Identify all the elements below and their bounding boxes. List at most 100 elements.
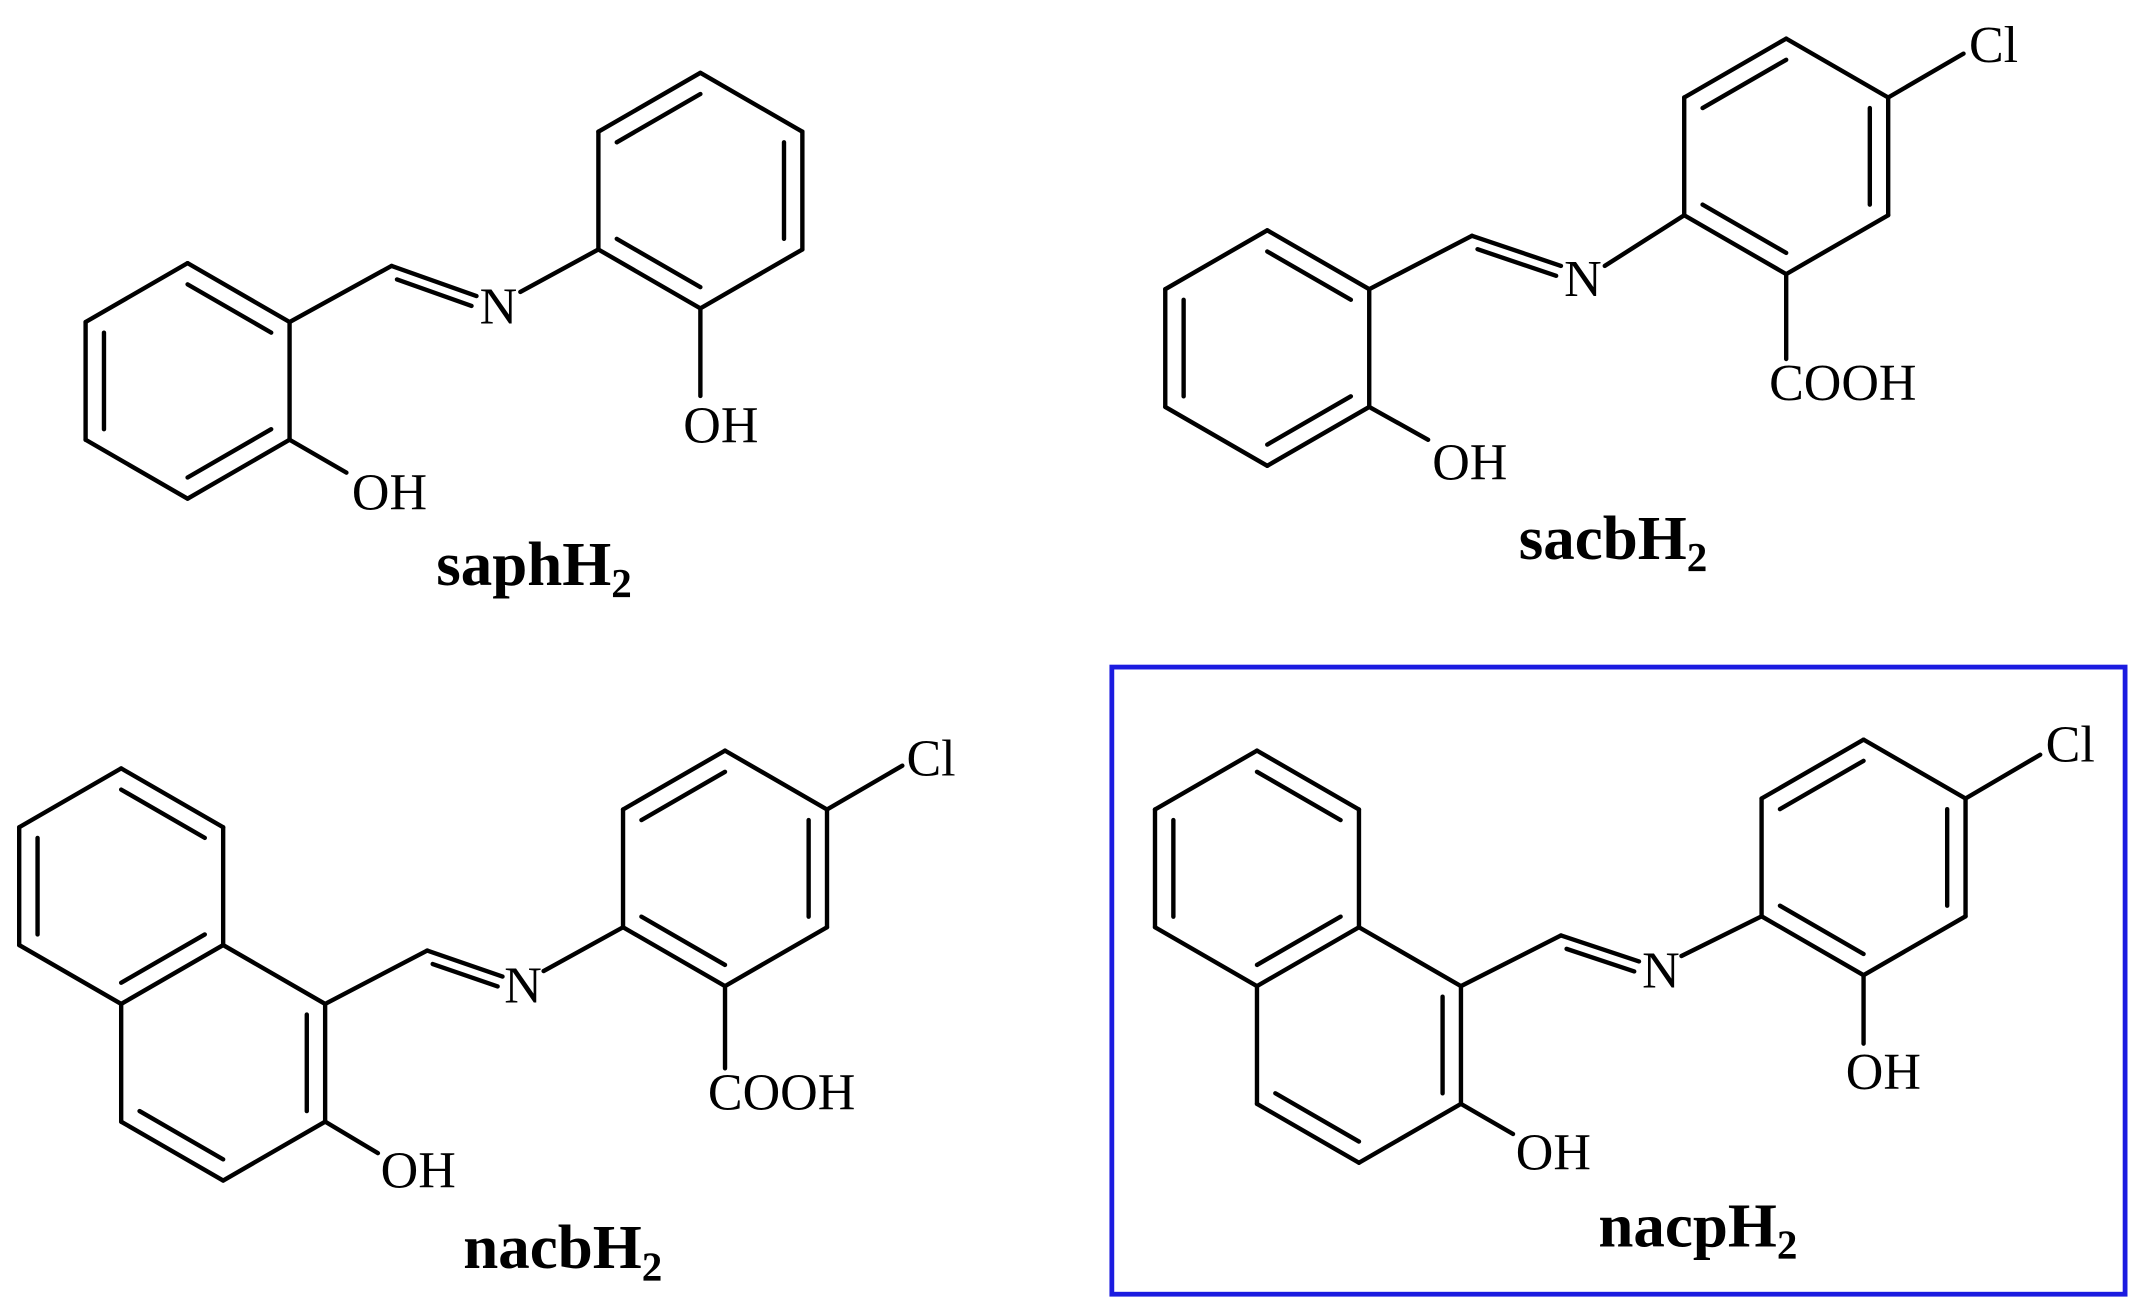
ring-double-bond-line <box>1777 903 1866 957</box>
imine-double-bond-line <box>1469 233 1564 269</box>
ring-bond <box>1152 925 1260 989</box>
hydroxyl-label: OH <box>352 465 427 522</box>
ring-bond <box>1784 213 1891 277</box>
ring-double-bond-line <box>118 932 207 985</box>
ring-bond <box>1784 36 1891 100</box>
ring-bond <box>596 247 703 311</box>
chloro-label: Cl <box>2046 717 2095 774</box>
carboxyl-label: COOH <box>1769 355 1916 412</box>
compound-name-label: nacpH2 <box>1598 1190 1797 1267</box>
bond-skeleton <box>1152 737 2043 1165</box>
ring-bond <box>1356 925 1464 989</box>
compound-name-subscript: 2 <box>1777 1222 1798 1268</box>
ring-bond <box>118 766 226 830</box>
ring-double-bond-line <box>614 236 703 290</box>
ring-bond <box>83 260 190 325</box>
compound-nacbH2-structure: N OH COOH Cl nacbH2 <box>17 730 956 1290</box>
single-bond <box>287 263 394 325</box>
chloro-bond <box>1885 51 1966 100</box>
single-bond <box>1367 233 1475 292</box>
ring-bond <box>1682 36 1789 100</box>
ring-bond <box>1152 748 1260 812</box>
ring-bond <box>1861 737 1968 801</box>
hydroxyl-bond <box>322 1119 381 1156</box>
imine-nitrogen-label: N <box>504 958 542 1015</box>
bond-skeleton <box>1163 36 1966 468</box>
ring-bond <box>1356 1101 1464 1165</box>
ring-bond <box>118 1119 226 1183</box>
chloro-bond <box>824 763 905 812</box>
compound-name-label: sacbH2 <box>1519 503 1707 580</box>
ring-bond <box>1254 925 1362 989</box>
single-bond <box>1602 213 1687 269</box>
imine-double-bond-line <box>389 263 479 299</box>
single-bond <box>1679 914 1764 959</box>
ring-bond <box>620 748 728 812</box>
compound-name-subscript: 2 <box>611 560 632 606</box>
bond-skeleton <box>17 748 905 1183</box>
ring-bond <box>83 437 190 501</box>
compound-name-text: nacpH <box>1598 1190 1776 1260</box>
ring-bond <box>185 437 292 501</box>
chloro-bond <box>1963 752 2043 801</box>
ring-double-bond-line <box>1265 394 1354 447</box>
imine-double-bond-line <box>1475 247 1559 279</box>
single-bond <box>322 948 430 1007</box>
ring-double-bond-line <box>614 91 703 145</box>
ring-double-bond-line <box>1254 769 1343 823</box>
ring-bond <box>620 925 728 989</box>
ring-bond <box>1254 1101 1362 1165</box>
ring-double-bond-line <box>185 282 274 335</box>
compound-name-subscript: 2 <box>1687 534 1708 580</box>
ring-bond <box>220 1119 328 1183</box>
compound-name-text: saphH <box>436 529 611 599</box>
hydroxyl-label: OH <box>683 398 758 455</box>
ring-bond <box>698 70 805 134</box>
imine-double-bond-line <box>1558 933 1642 964</box>
imine-double-bond-line <box>394 277 474 309</box>
ring-double-bond-line <box>1254 914 1343 968</box>
ring-bond <box>1254 748 1362 812</box>
ring-double-bond-line <box>1777 758 1866 812</box>
highlight-box <box>1109 664 2128 1297</box>
ring-bond <box>1759 914 1866 978</box>
hydroxyl-bond <box>287 437 349 475</box>
ring-bond <box>1861 914 1968 978</box>
hydroxyl-label: OH <box>381 1142 456 1199</box>
imine-double-bond-line <box>430 961 500 989</box>
ring-bond <box>596 70 703 134</box>
compound-saphH2-structure: N OH OH saphH2 <box>83 70 805 606</box>
imine-nitrogen-label: N <box>480 278 518 335</box>
compound-sacbH2-structure: N OH COOH Cl sacbH2 <box>1163 17 2018 580</box>
ring-bond <box>185 260 292 325</box>
ring-bond <box>17 942 124 1007</box>
chloro-label: Cl <box>906 730 955 787</box>
imine-double-bond-line <box>1564 946 1637 974</box>
hydroxyl-label: OH <box>1846 1044 1921 1101</box>
ring-double-bond-line <box>1265 249 1354 302</box>
compound-name-label: nacbH2 <box>463 1212 662 1289</box>
ring-double-bond-line <box>185 426 274 480</box>
single-bond <box>1458 933 1564 989</box>
hydroxyl-label: OH <box>1516 1125 1591 1182</box>
ring-bond <box>118 942 226 1007</box>
hydroxyl-bond <box>1367 404 1431 442</box>
ring-double-bond-line <box>639 769 728 823</box>
chloro-label: Cl <box>1969 17 2018 74</box>
ring-bond <box>1265 404 1372 468</box>
ring-double-bond-line <box>137 1108 226 1162</box>
ring-bond <box>722 748 830 812</box>
ring-double-bond-line <box>639 914 728 968</box>
ring-double-bond-line <box>1700 57 1789 111</box>
ring-double-bond-line <box>1700 202 1789 256</box>
ring-bond <box>1759 737 1866 801</box>
ring-bond <box>1265 228 1372 292</box>
hydroxyl-bond <box>1458 1101 1516 1137</box>
compound-name-label: saphH2 <box>436 529 632 606</box>
compound-name-text: sacbH <box>1519 503 1687 573</box>
ring-bond <box>722 925 830 989</box>
ring-bond <box>1682 213 1789 277</box>
ring-double-bond-line <box>1273 1091 1362 1144</box>
ring-bond <box>1163 228 1270 292</box>
